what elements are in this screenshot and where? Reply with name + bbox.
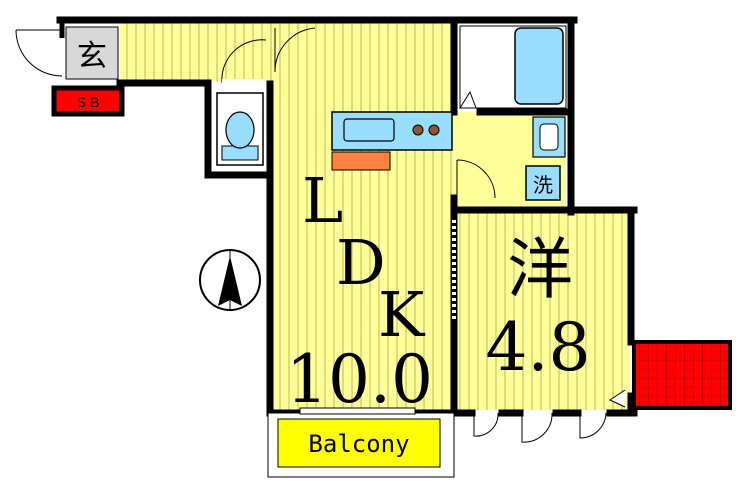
washbasin-inner — [539, 123, 559, 151]
balcony-label: Balcony — [308, 430, 409, 458]
storage-box — [632, 340, 732, 410]
washroom-door — [456, 159, 496, 199]
entrance-box — [65, 26, 119, 80]
balcony-window — [299, 407, 416, 415]
entrance-label: 玄 — [77, 39, 107, 74]
compass-icon — [199, 249, 261, 311]
ldk-size: 10.0 — [286, 341, 433, 418]
sink-icon — [343, 118, 395, 142]
ldk-label-k: K — [378, 278, 426, 351]
window-swings — [473, 412, 607, 443]
western-room-label: 洋 — [507, 231, 573, 308]
ldk-label-l: L — [302, 164, 343, 237]
ldk-door — [274, 27, 316, 73]
closet-door-mark — [608, 389, 626, 408]
balcony-box — [277, 418, 441, 468]
kitchen-bar — [331, 151, 391, 171]
bathtub-icon — [514, 27, 564, 105]
stove-burner — [428, 124, 440, 136]
western-room-floor — [454, 212, 630, 410]
shoe-box — [51, 85, 125, 117]
western-room-size: 4.8 — [486, 309, 591, 386]
ldk-label-d: D — [336, 226, 386, 299]
toilet-icon — [225, 111, 255, 149]
toilet-door-gap — [222, 79, 266, 87]
shoe-box-label: ＳＢ — [75, 96, 101, 111]
stove-icon — [412, 124, 424, 136]
entrance-door — [15, 29, 63, 77]
laundry-box — [525, 165, 561, 201]
ldk-floor — [272, 20, 454, 410]
laundry-label: 洗 — [533, 173, 553, 197]
hallway-floor — [120, 20, 275, 82]
bath-door — [459, 90, 477, 109]
